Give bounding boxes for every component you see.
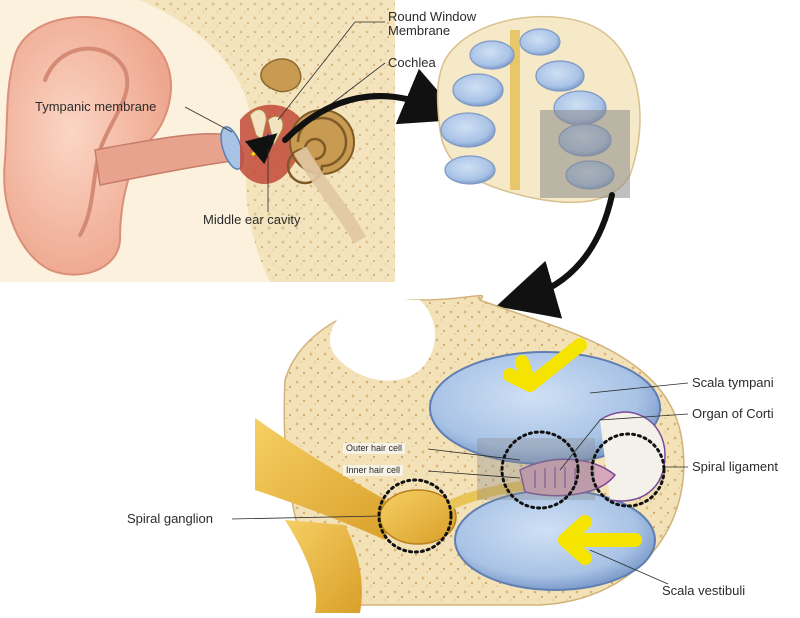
auditory-tube bbox=[293, 146, 367, 244]
cochlea-spiral bbox=[286, 116, 348, 185]
cochlea-leader bbox=[329, 62, 386, 106]
cochlea-label: Cochlea bbox=[388, 55, 436, 70]
detail-zoom-box bbox=[477, 438, 595, 500]
middle-ear-cavity-label: Middle ear cavity bbox=[203, 212, 301, 227]
zoom-arrow-1-icon bbox=[282, 68, 463, 143]
bottom-leader-lines bbox=[231, 382, 689, 585]
spiral-ligament-label: Spiral ligament bbox=[692, 459, 778, 474]
semicircular-canal bbox=[260, 58, 302, 93]
spiral-ligament-highlight bbox=[590, 432, 666, 508]
zoom-arrow-2-icon bbox=[496, 192, 615, 319]
detailed-cochlear-duct bbox=[255, 294, 685, 613]
round-window-label-line2: Membrane bbox=[388, 22, 451, 38]
spiral-ganglion-shape bbox=[379, 489, 457, 545]
round-window-leader bbox=[277, 21, 385, 121]
bone-cavity bbox=[329, 300, 435, 381]
inner-hair-cell-label: Inner hair cell bbox=[343, 465, 404, 477]
top-leader-lines bbox=[184, 21, 386, 212]
pinna-fold bbox=[43, 46, 130, 237]
outer-hair-cell-label: Outer hair cell bbox=[343, 443, 406, 455]
hair-cells bbox=[534, 467, 576, 488]
organ-of-corti-highlight bbox=[500, 430, 580, 510]
scala-tympani-arrow-icon bbox=[503, 338, 587, 392]
scala-vestibuli-arrow-icon bbox=[558, 515, 642, 565]
tympanic-leader bbox=[184, 106, 233, 133]
spiral-ganglion-leader bbox=[231, 515, 381, 520]
ossicle-incus bbox=[267, 115, 284, 147]
tympanic-membrane-label: Tympanic membrane bbox=[35, 99, 157, 114]
organ-of-corti-leader bbox=[559, 413, 689, 471]
scala-tympani-label: Scala tympani bbox=[692, 375, 774, 390]
outer-hair-cell-leader bbox=[427, 448, 521, 461]
scala-vestibuli-leader bbox=[589, 549, 669, 585]
spiral-ganglion-label: Spiral ganglion bbox=[127, 511, 214, 526]
outer-ear-illustration bbox=[0, 0, 395, 282]
skull-bone bbox=[90, 0, 395, 282]
sound-arrow-icon bbox=[244, 133, 278, 165]
zoom-box bbox=[540, 110, 630, 198]
spiral-ligament-shape bbox=[599, 411, 666, 502]
organ-of-corti-label: Organ of Corti bbox=[692, 406, 774, 421]
round-window-label: Round Window Membrane bbox=[388, 10, 476, 37]
inner-hair-cell-leader bbox=[427, 470, 521, 479]
cochlea-cross-section bbox=[436, 15, 641, 204]
scala-tympani-leader bbox=[589, 382, 689, 394]
scala-vestibuli-label: Scala vestibuli bbox=[662, 583, 746, 598]
nerve-bundle-lower bbox=[285, 520, 362, 613]
nerve-bundle-upper bbox=[255, 418, 395, 540]
round-window-label-line1: Round Window bbox=[388, 9, 477, 24]
